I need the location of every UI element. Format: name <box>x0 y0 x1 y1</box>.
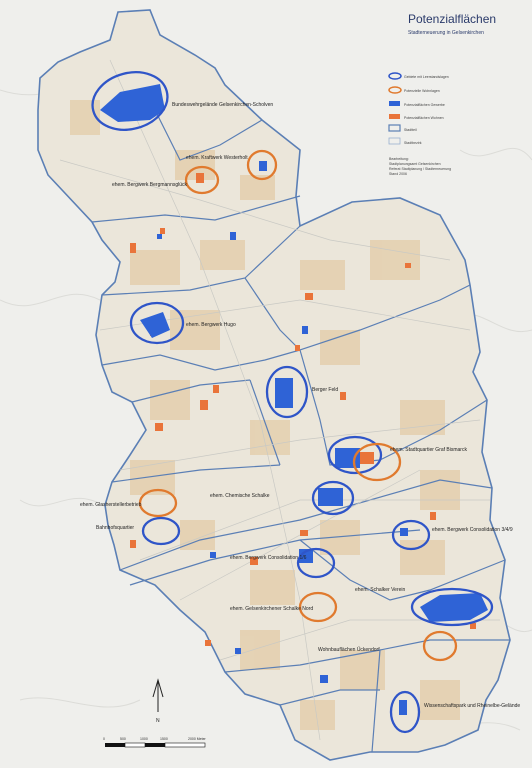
legend-swatch-box-light <box>388 137 401 145</box>
site-label-graf-bismarck: ehem. Stadtquartier Graf Bismarck <box>390 447 467 453</box>
site-label-ueckendorf: Wohnbauflächen Ückendorf <box>318 646 380 653</box>
legend-note: Stand 2006 <box>389 172 407 176</box>
site-ring-westerholt <box>246 149 278 181</box>
scale-label: 2000 Meter <box>188 737 207 741</box>
scale-label: 500 <box>120 737 126 741</box>
site-ring-chemische <box>311 480 355 516</box>
north-arrow-icon <box>152 678 164 712</box>
site-ring-consolidation-16 <box>296 547 336 579</box>
city-area <box>37 9 511 761</box>
site-ring-ueckendorf <box>422 630 458 662</box>
legend-swatch-blue-ring <box>388 72 402 80</box>
legend-label: Stadtteil <box>404 128 417 132</box>
site-ring-schalker-verein <box>410 587 494 627</box>
legend-swatch-box <box>388 124 401 132</box>
legend-label: Gebiete mit Leerstandslagen <box>404 75 449 79</box>
commercial-potential-fills <box>100 84 488 715</box>
site-label-bahnhof: Bahnhofsquartier <box>96 525 134 531</box>
map-title: Potenzialflächen <box>408 12 496 26</box>
site-ring-hugo <box>129 301 185 345</box>
legend-label: Potenzialflächen Wohnen <box>404 116 444 120</box>
site-ring-graf-bismarck-blue <box>327 435 383 475</box>
site-ring-bahnhof <box>141 516 181 546</box>
legend-swatch-blue-fill <box>389 101 400 106</box>
scale-label: 0 <box>103 737 105 741</box>
legend-note: Referat Stadtplanung / Stadterneuerung <box>389 167 451 171</box>
residential-potential-fills <box>130 173 476 646</box>
site-markers <box>91 71 494 734</box>
legend: Gebiete mit Leerstandslagen Potenzielle … <box>388 72 451 176</box>
site-ring-schalke-nord <box>298 591 338 623</box>
legend-label: Potenzielle Wohnlagen <box>404 89 440 93</box>
legend-swatch-orange-ring <box>388 86 402 94</box>
site-label-chemische: ehem. Chemische Schalke <box>210 493 270 499</box>
site-ring-rheinelbe <box>389 690 421 734</box>
site-label-berger-feld: Berger Feld <box>312 387 338 393</box>
site-ring-scholven <box>91 71 169 131</box>
site-label-consolidation-16: ehem. Bergwerk Consolidation 1/6 <box>230 555 307 561</box>
site-label-consolidation-349: ehem. Bergwerk Consolidation 3/4/9 <box>432 527 513 533</box>
legend-note: Stadtplanungsamt Gelsenkirchen <box>389 162 441 166</box>
scale-bar: 0 500 1000 1500 2000 Meter <box>103 737 207 748</box>
site-ring-bergmannsglueck <box>184 165 220 195</box>
site-label-schalke-nord: ehem. Gelsenkirchener Schalke Nord <box>230 606 313 612</box>
north-arrow: N <box>152 678 164 724</box>
legend-swatch-orange-fill <box>389 114 400 119</box>
legend-label: Stadtbezirk <box>404 141 422 145</box>
site-ring-berger-feld <box>265 365 309 419</box>
site-label-westerholt: ehem. Kraftwerk Westerholt <box>186 155 248 161</box>
residential-areas <box>70 100 460 730</box>
site-label-hugo: ehem. Bergwerk Hugo <box>186 322 236 328</box>
district-boundaries <box>91 109 510 753</box>
legend-label: Potenzialflächen Gewerbe <box>404 103 445 107</box>
site-labels: Bundeswehrgelände Gelsenkirchen-Scholven… <box>80 102 520 709</box>
site-label-scholven: Bundeswehrgelände Gelsenkirchen-Scholven <box>172 102 273 108</box>
north-label: N <box>156 718 160 724</box>
map-subtitle: Stadterneuerung in Gelsenkirchen <box>408 30 484 36</box>
site-ring-consolidation-349 <box>391 519 431 551</box>
legend-note: Bearbeitung: <box>389 157 409 161</box>
site-label-schalker-verein: ehem. Schalker Verein <box>355 587 406 593</box>
site-ring-graf-bismarck-orange <box>352 442 402 482</box>
site-label-rheinelbe: Wissenschaftspark und Rheinelbe-Gelände <box>424 703 520 709</box>
scale-label: 1000 <box>140 737 148 741</box>
site-label-bergmannsglueck: ehem. Bergwerk Bergmannsglück <box>112 182 188 188</box>
scale-label: 1500 <box>160 737 168 741</box>
site-ring-glas <box>138 488 178 518</box>
street-network <box>59 59 500 741</box>
site-label-glas: ehem. Glasherstellerbetrieb <box>80 502 142 508</box>
